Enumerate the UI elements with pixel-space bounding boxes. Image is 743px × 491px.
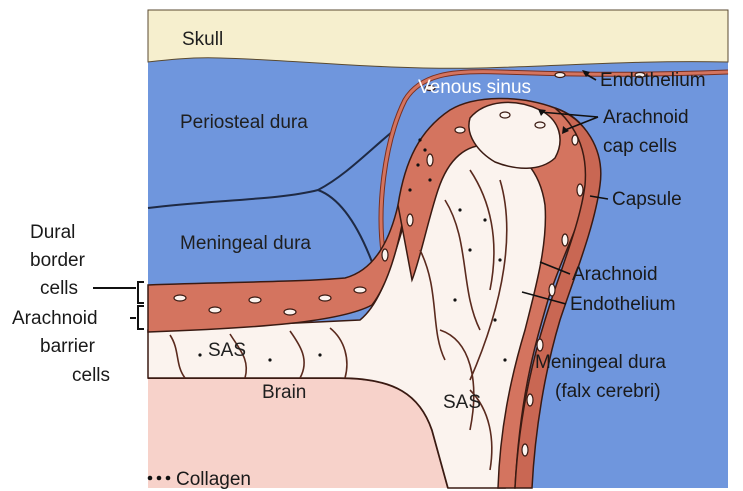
brain-label: Brain [262, 382, 306, 403]
left-brackets [93, 282, 144, 329]
dural-border-label-line2: border [30, 250, 86, 271]
meningeal-dura-falx-label-line2: (falx cerebri) [555, 381, 661, 402]
collagen-legend-dots [148, 476, 171, 481]
arachnoid-cap-label-line2: cap cells [603, 136, 677, 157]
arachnoid-barrier-label-line2: barrier [40, 336, 96, 357]
periosteal-dura-label: Periosteal dura [180, 112, 308, 133]
capsule-label: Capsule [612, 189, 682, 210]
endothelium-bottom-label: Endothelium [570, 294, 676, 315]
sas-left-label: SAS [208, 340, 246, 361]
arachnoid-barrier-label-line3: cells [72, 365, 110, 386]
arachnoid-barrier-label-line1: Arachnoid [12, 308, 98, 329]
arachnoid-cap-label-line1: Arachnoid [603, 107, 689, 128]
skull-label: Skull [182, 29, 223, 50]
arachnoid-label: Arachnoid [572, 264, 658, 285]
dural-border-label-line1: Dural [30, 222, 75, 243]
meningeal-dura-falx-label-line1: Meningeal dura [535, 352, 666, 373]
sas-right-label: SAS [443, 392, 481, 413]
meningeal-dura-label: Meningeal dura [180, 233, 311, 254]
endothelium-top-label: Endothelium [600, 70, 706, 91]
venous-sinus-label: Venous sinus [418, 77, 531, 98]
dural-border-label-line3: cells [40, 278, 78, 299]
collagen-legend-label: Collagen [176, 469, 251, 490]
